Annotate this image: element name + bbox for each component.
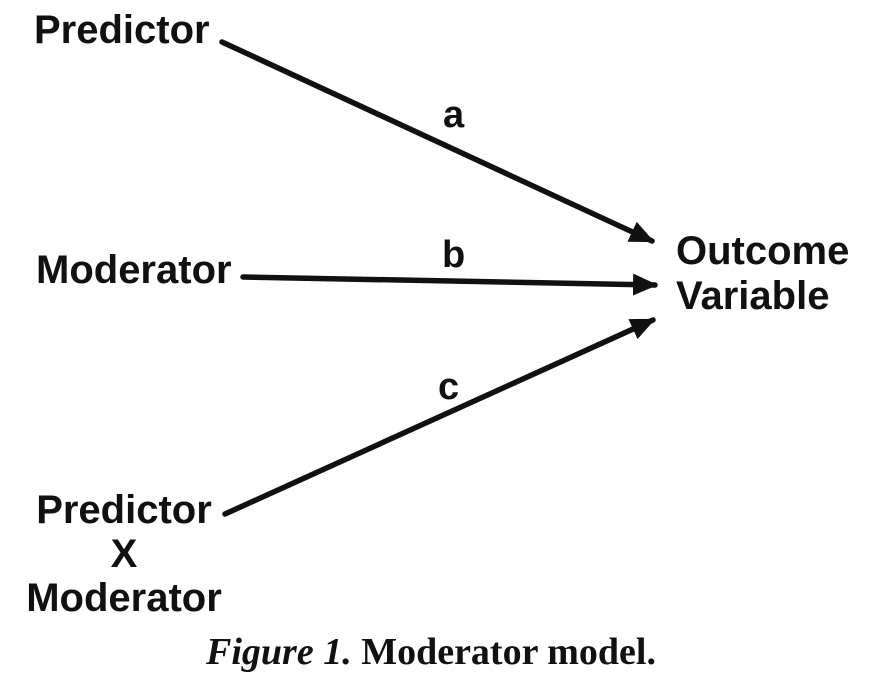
figure-caption: Figure 1. Moderator model. bbox=[0, 633, 878, 671]
arrow-a bbox=[219, 39, 655, 244]
figure-caption-number: Figure 1. bbox=[206, 631, 352, 673]
node-predictor-x-moderator-line1: Predictor bbox=[36, 488, 212, 532]
node-moderator: Moderator bbox=[36, 248, 232, 292]
node-outcome-variable: Outcome Variable bbox=[676, 229, 849, 319]
node-outcome-line1: Outcome bbox=[676, 229, 850, 273]
node-predictor-x-moderator-line3: Moderator bbox=[26, 576, 222, 620]
edge-label-a: a bbox=[443, 94, 465, 136]
node-predictor: Predictor bbox=[34, 8, 210, 52]
arrow-c bbox=[222, 317, 656, 517]
edge-label-c: c bbox=[438, 366, 460, 408]
edge-label-b: b bbox=[442, 234, 466, 276]
node-predictor-x-moderator: Predictor X Moderator bbox=[18, 488, 230, 620]
figure-caption-text: Moderator model. bbox=[351, 631, 656, 673]
node-outcome-line2: Variable bbox=[676, 274, 830, 318]
node-predictor-x-moderator-line2: X bbox=[110, 532, 138, 576]
arrow-b bbox=[240, 273, 658, 296]
